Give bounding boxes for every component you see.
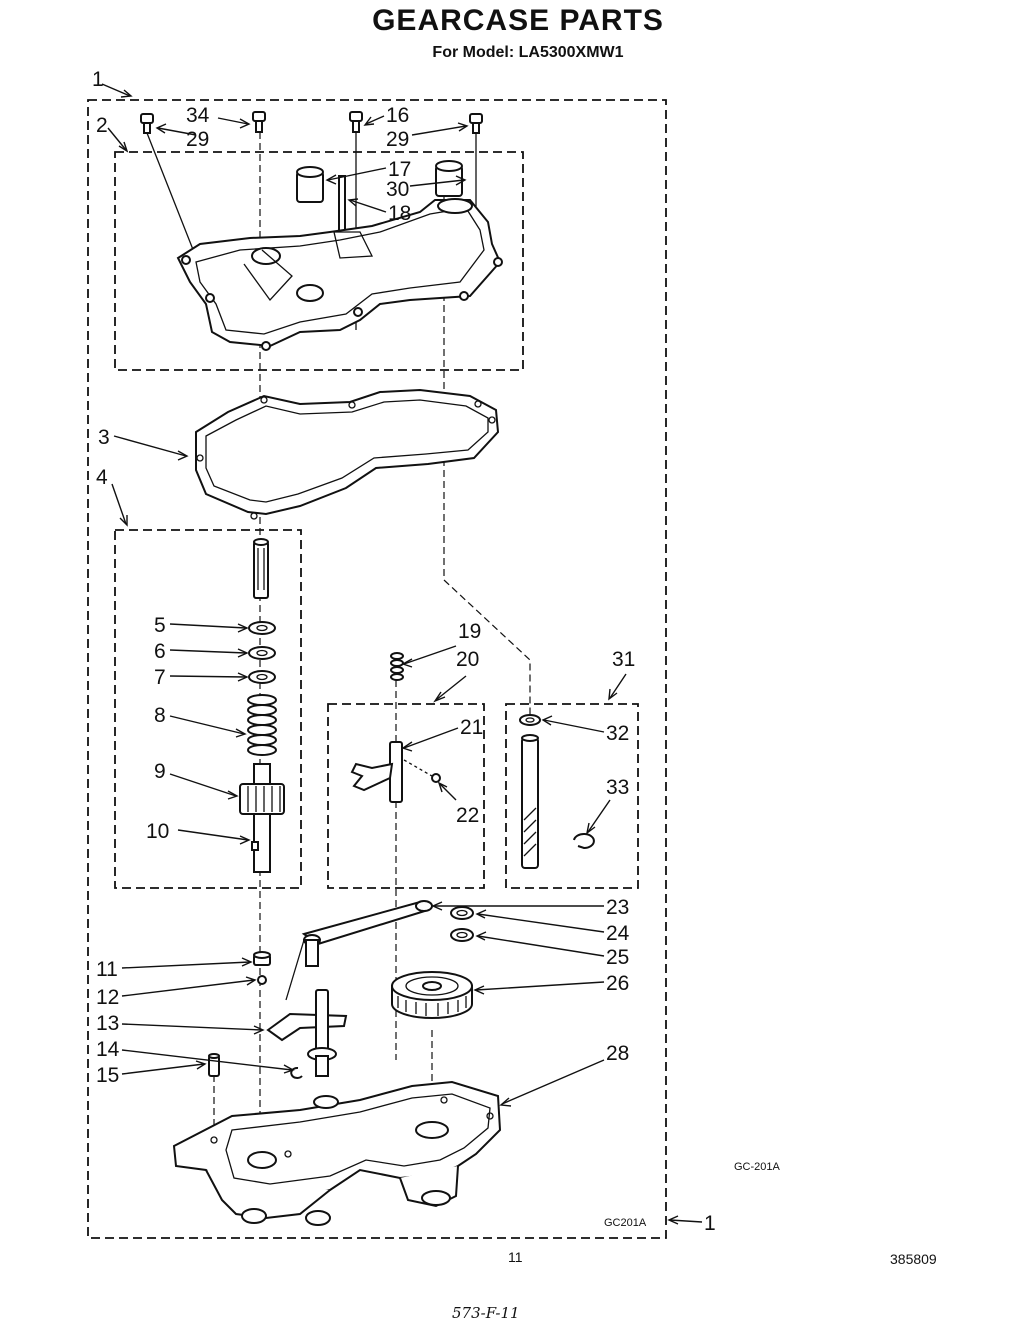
assembly-box-4 [114,529,302,889]
callout-30: 30 [386,178,409,201]
assembly-box-20 [327,703,485,889]
retaining-ring-33 [573,833,595,850]
figure-code-right: GC-201A [734,1161,781,1173]
gear-26 [391,971,473,1019]
callout-23: 23 [606,896,629,919]
gearcase-base-28 [172,1080,502,1226]
callout-25: 25 [606,946,629,969]
callout-14: 14 [96,1038,120,1061]
model-subtitle: For Model: LA5300XMW1 [432,44,624,61]
callout-31: 31 [612,648,635,671]
callout-32: 32 [606,722,629,745]
callout-6: 6 [154,640,166,663]
alignment-line-right [443,195,531,716]
bushing-30 [435,160,463,197]
handwritten-note: 573-F-11 [452,1304,520,1322]
callout-3: 3 [98,426,110,449]
page-number: 11 [508,1249,523,1265]
callout-26: 26 [606,972,629,995]
callout-17: 17 [388,158,411,181]
callout-2: 2 [96,114,108,137]
drive-shaft-31 [521,734,539,869]
callout-15: 15 [96,1064,119,1087]
assembly-box-2 [114,151,524,371]
callout-20: 20 [456,648,479,671]
spring-8 [247,694,277,756]
callout-28: 28 [606,1042,629,1065]
callout-29-right: 29 [386,128,409,151]
clip-22 [403,759,441,783]
gasket-3 [195,388,500,520]
shifter-fork-21 [350,741,403,803]
shifter-13 [266,989,348,1077]
ball-12 [257,975,267,985]
callout-16: 16 [386,104,409,127]
washer-5 [248,621,276,635]
spring-19 [390,652,404,681]
callout-33: 33 [606,776,629,799]
callout-19: 19 [458,620,481,643]
callout-11: 11 [96,958,118,981]
gearcase-cover [176,198,503,351]
assembly-box-1 [87,99,667,1239]
leader-lines [101,83,703,1225]
pin-15 [208,1053,220,1077]
callout-24: 24 [606,922,630,945]
callout-22: 22 [456,804,479,827]
callout-21: 21 [460,716,483,739]
callout-29-left: 29 [186,128,209,151]
bushing-17 [296,166,324,203]
assembly-box-31 [505,703,639,889]
pin-18 [338,175,346,237]
callout-7: 7 [154,666,166,689]
callout-8: 8 [154,704,166,727]
washer-24 [450,906,474,920]
callout-34: 34 [186,104,210,127]
washer-25 [450,928,474,942]
washer-32 [519,714,541,726]
callout-1-top: 1 [92,68,104,91]
callout-9: 9 [154,760,166,783]
bearing-11 [253,951,271,966]
washer-6 [248,646,276,660]
callout-5: 5 [154,614,166,637]
callout-10: 10 [146,820,169,843]
callout-1-bottom: 1 [704,1212,716,1235]
clip-14 [290,1066,303,1079]
figure-code-box: GC201A [604,1217,647,1229]
page-title: GEARCASE PARTS [372,4,664,37]
splined-shaft [253,538,269,599]
callout-13: 13 [96,1012,119,1035]
doc-number: 385809 [890,1251,937,1267]
drive-lever-23 [285,900,433,1001]
callout-18: 18 [388,202,411,225]
pinion-gear-9 [239,763,285,873]
callout-12: 12 [96,986,119,1009]
callout-4: 4 [96,466,108,489]
screw-34 [252,111,266,133]
washer-7 [248,670,276,684]
